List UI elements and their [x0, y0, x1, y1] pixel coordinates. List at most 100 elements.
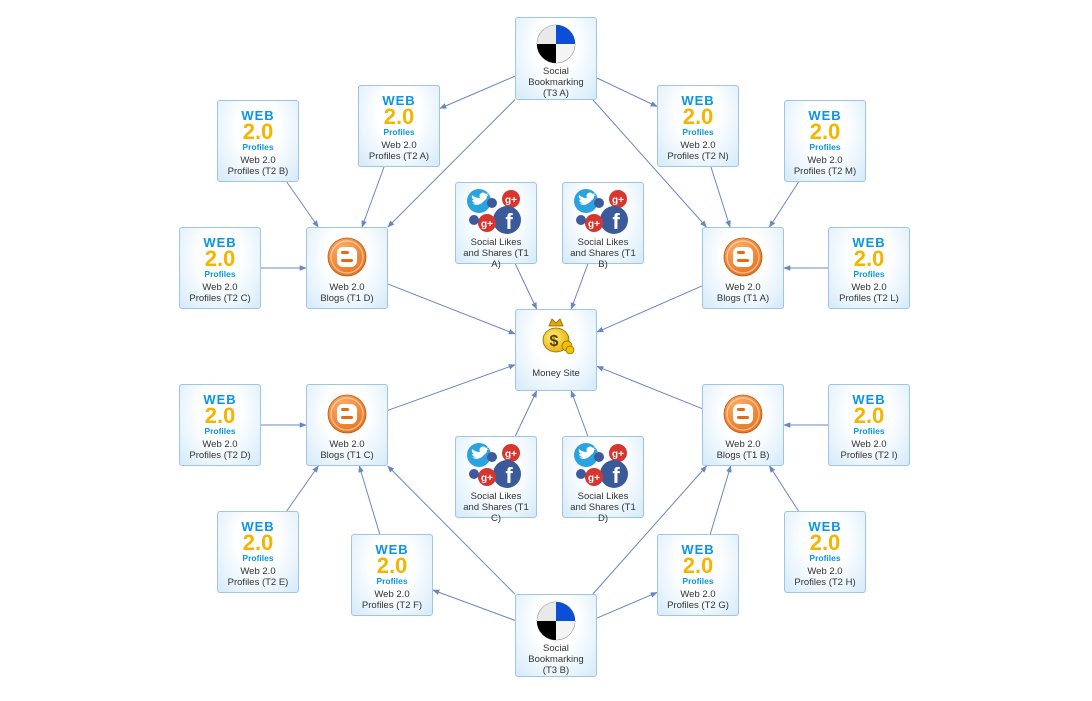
web20-logo-number: 2.0: [682, 103, 714, 129]
node-label: and Shares (T1 C): [463, 502, 529, 524]
node-label: Profiles (T2 C): [189, 293, 251, 304]
node-label: Web 2.0: [329, 282, 365, 293]
node-label: Web 2.0: [807, 566, 843, 577]
node-label: Profiles (T2 M): [793, 166, 857, 177]
edge-t3a-to-t1d: [387, 99, 516, 228]
edge-t1a-to-money: [596, 285, 703, 333]
edge-t2f-to-t1c: [358, 465, 381, 535]
web20-logo-text: WEB: [375, 541, 409, 557]
svg-text:g+: g+: [481, 473, 493, 484]
node-label: (T3 B): [542, 665, 570, 676]
web20-logo-caption: Profiles: [682, 575, 714, 586]
web20-logo-number: 2.0: [204, 402, 236, 428]
svg-text:g+: g+: [612, 195, 624, 206]
node-label: Blogs (T1 C): [320, 450, 374, 461]
node-label: Web 2.0: [807, 155, 843, 166]
node-label: Blogs (T1 D): [320, 293, 374, 304]
edge-s1c-to-money: [514, 390, 538, 437]
web20-logo-caption: Profiles: [383, 126, 415, 137]
node-label: Profiles (T2 A): [368, 151, 430, 162]
edge-t2b-to-t1d: [286, 181, 319, 228]
web20-logo-caption: Profiles: [809, 552, 841, 563]
web20-logo-number: 2.0: [809, 118, 841, 144]
edge-t2e-to-t1c: [286, 465, 319, 512]
web20-logo-number: 2.0: [853, 245, 885, 271]
svg-text:g+: g+: [505, 195, 517, 206]
node-label: Profiles (T2 G): [667, 600, 729, 611]
node-label: Web 2.0: [240, 566, 276, 577]
node-money-site[interactable]: $ Money Site: [515, 309, 597, 391]
blogger-icon: [722, 389, 764, 439]
node-label: Web 2.0: [240, 155, 276, 166]
web20-logo-text: WEB: [808, 107, 842, 123]
web20-logo-text: WEB: [852, 391, 886, 407]
node-label: Social Likes: [470, 237, 522, 248]
node-label: and Shares (T1 D): [570, 502, 636, 524]
node-label: Social Likes: [577, 237, 629, 248]
web20-logo-text: WEB: [241, 518, 275, 534]
node-label: Web 2.0: [202, 439, 238, 450]
web20-logo-number: 2.0: [204, 245, 236, 271]
web20-logo-number: 2.0: [383, 103, 415, 129]
svg-text:g+: g+: [588, 219, 600, 230]
web20-logo-number: 2.0: [376, 552, 408, 578]
web20-logo-number: 2.0: [682, 552, 714, 578]
node-label: Web 2.0: [725, 282, 761, 293]
edge-t1c-to-money: [387, 364, 516, 411]
edge-t2a-to-t1d: [361, 166, 385, 228]
web20-logo-caption: Profiles: [809, 141, 841, 152]
web20-logo-caption: Profiles: [682, 126, 714, 137]
web20-logo-caption: Profiles: [376, 575, 408, 586]
social-media-icon: g+ f g+: [572, 187, 634, 237]
svg-text:g+: g+: [481, 219, 493, 230]
node-label: Web 2.0: [381, 140, 417, 151]
web20-logo-caption: Profiles: [853, 268, 885, 279]
edge-t2h-to-t1b: [769, 465, 799, 512]
node-label: Web 2.0: [680, 589, 716, 600]
web20-logo-number: 2.0: [242, 118, 274, 144]
bookmark-icon: [535, 22, 577, 66]
blogger-icon: [326, 232, 368, 282]
node-label: Web 2.0: [725, 439, 761, 450]
node-label: Bookmarking: [528, 77, 584, 88]
edge-t2g-to-t1b: [709, 465, 732, 535]
node-label: Web 2.0: [329, 439, 365, 450]
node-label: Profiles (T2 I): [840, 450, 898, 461]
svg-text:f: f: [612, 209, 620, 234]
web20-logo-text: WEB: [382, 92, 416, 108]
node-label: Blogs (T1 A): [716, 293, 770, 304]
svg-text:f: f: [612, 463, 620, 488]
edge-t1d-to-money: [387, 283, 516, 335]
svg-text:$: $: [550, 333, 559, 350]
